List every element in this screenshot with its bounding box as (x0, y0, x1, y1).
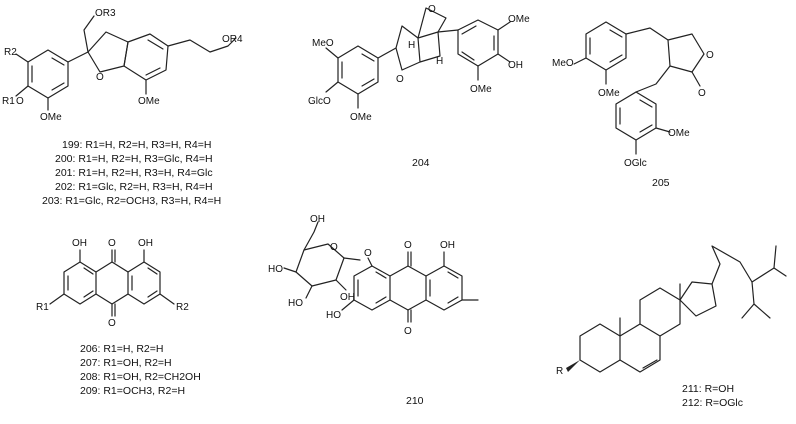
steroid-ring-c (639, 287, 681, 337)
caption-202: 202: R1=Glc, R2=H, R3=H, R4=H (55, 181, 213, 193)
caption-208: 208: R1=OH, R2=CH2OH (80, 371, 201, 383)
caption-209: 209: R1=OCH3, R2=H (80, 385, 185, 397)
label-o-phenol: O (16, 96, 24, 107)
label-ho-e3: HO (326, 310, 341, 321)
label-o-glycoside: O (364, 248, 372, 259)
label-r-f: R (556, 366, 563, 377)
structure-204: MeO GlcO OMe O O H H OMe OH OMe 204 (308, 4, 530, 169)
structure-199-203: OR3 OR4 R2 R1 O O OMe OMe 199: R1=H, R2=… (2, 8, 243, 207)
stereo-wedge (566, 360, 580, 372)
label-o-sugar: O (330, 242, 338, 253)
furofuran-core (395, 7, 447, 71)
anthraquinone-center-ring (95, 261, 129, 305)
anthraquinone-210-right (425, 265, 463, 311)
anthraquinone-left-ring (63, 261, 97, 305)
label-oh-d1: OH (72, 238, 87, 249)
caption-206: 206: R1=H, R2=H (80, 343, 163, 355)
steroid-ring-d (679, 281, 717, 317)
label-oglc-c: OGlc (624, 158, 647, 169)
steroid-ring-b (619, 323, 661, 373)
fused-benzene-ring (123, 33, 169, 81)
dihydrofuran-ring (87, 31, 129, 73)
label-ome-c1: OMe (598, 88, 620, 99)
structure-206-209: OH O OH R1 O R2 206: R1=H, R2=H 207: R1=… (36, 238, 201, 397)
caption-207: 207: R1=OH, R2=H (80, 357, 172, 369)
label-o-d1: O (108, 238, 116, 249)
caption-200: 200: R1=H, R2=H, R3=Glc, R4=H (55, 153, 213, 165)
label-o-d2: O (108, 318, 116, 329)
label-o-furan: O (96, 72, 104, 83)
caption-205: 205 (652, 177, 670, 189)
label-o-ring-c: O (706, 50, 714, 61)
label-ome-a1: OMe (40, 112, 62, 123)
label-ome-c2: OMe (668, 128, 690, 139)
label-h-b1: H (408, 40, 415, 51)
caption-210: 210 (406, 395, 424, 407)
label-oh-b: OH (508, 60, 523, 71)
structure-210: OH O HO HO OH O O OH HO O 210 (268, 214, 479, 407)
label-ome-b3: OMe (470, 84, 492, 95)
structure-205: MeO OMe O O OMe OGlc 205 (552, 21, 714, 189)
label-r1o: R1 (2, 96, 15, 107)
caption-201: 201: R1=H, R2=H, R3=H, R4=Glc (55, 167, 213, 179)
steroid-ring-a (579, 323, 621, 373)
label-meo-c: MeO (552, 58, 574, 69)
aryl-ring-b-right (457, 19, 499, 67)
anthraquinone-210-left (353, 265, 391, 311)
label-ho-e1: HO (268, 264, 283, 275)
label-oh-d2: OH (138, 238, 153, 249)
label-or4: OR4 (222, 34, 243, 45)
label-or3: OR3 (95, 8, 116, 19)
label-ome-b1: OMe (350, 112, 372, 123)
label-h-b2: H (436, 56, 443, 67)
label-oh-e2: OH (340, 292, 355, 303)
caption-203: 203: R1=Glc, R2=OCH3, R3=H, R4=H (42, 195, 221, 207)
label-ome-b2: OMe (508, 14, 530, 25)
structure-211-212: R 211: R=OH 212: R=OGlc (556, 245, 787, 409)
label-r2-d: R2 (176, 302, 189, 313)
label-r2: R2 (4, 47, 17, 58)
label-o-carbonyl-c: O (698, 88, 706, 99)
caption-204: 204 (412, 157, 430, 169)
aryl-ring-a (27, 49, 69, 99)
label-ome-a2: OMe (138, 96, 160, 107)
caption-212: 212: R=OGlc (682, 397, 743, 409)
aryl-ring-c-upper (585, 21, 627, 71)
label-oh-e1: OH (310, 214, 325, 225)
caption-199: 199: R1=H, R2=H, R3=H, R4=H (62, 139, 211, 151)
lactone-ring (667, 33, 705, 73)
label-o-b2: O (428, 4, 436, 15)
label-o-b1: O (396, 74, 404, 85)
label-o-e2: O (404, 326, 412, 337)
caption-211: 211: R=OH (682, 383, 734, 395)
anthraquinone-right-ring (127, 261, 161, 305)
label-meo-b: MeO (312, 38, 334, 49)
label-glco: GlcO (308, 96, 331, 107)
aryl-ring-b-left (337, 45, 379, 95)
label-o-e1: O (404, 240, 412, 251)
label-r1-d: R1 (36, 302, 49, 313)
label-oh-e3: OH (440, 240, 455, 251)
label-ho-e2: HO (288, 298, 303, 309)
aryl-ring-c-lower (615, 91, 657, 141)
